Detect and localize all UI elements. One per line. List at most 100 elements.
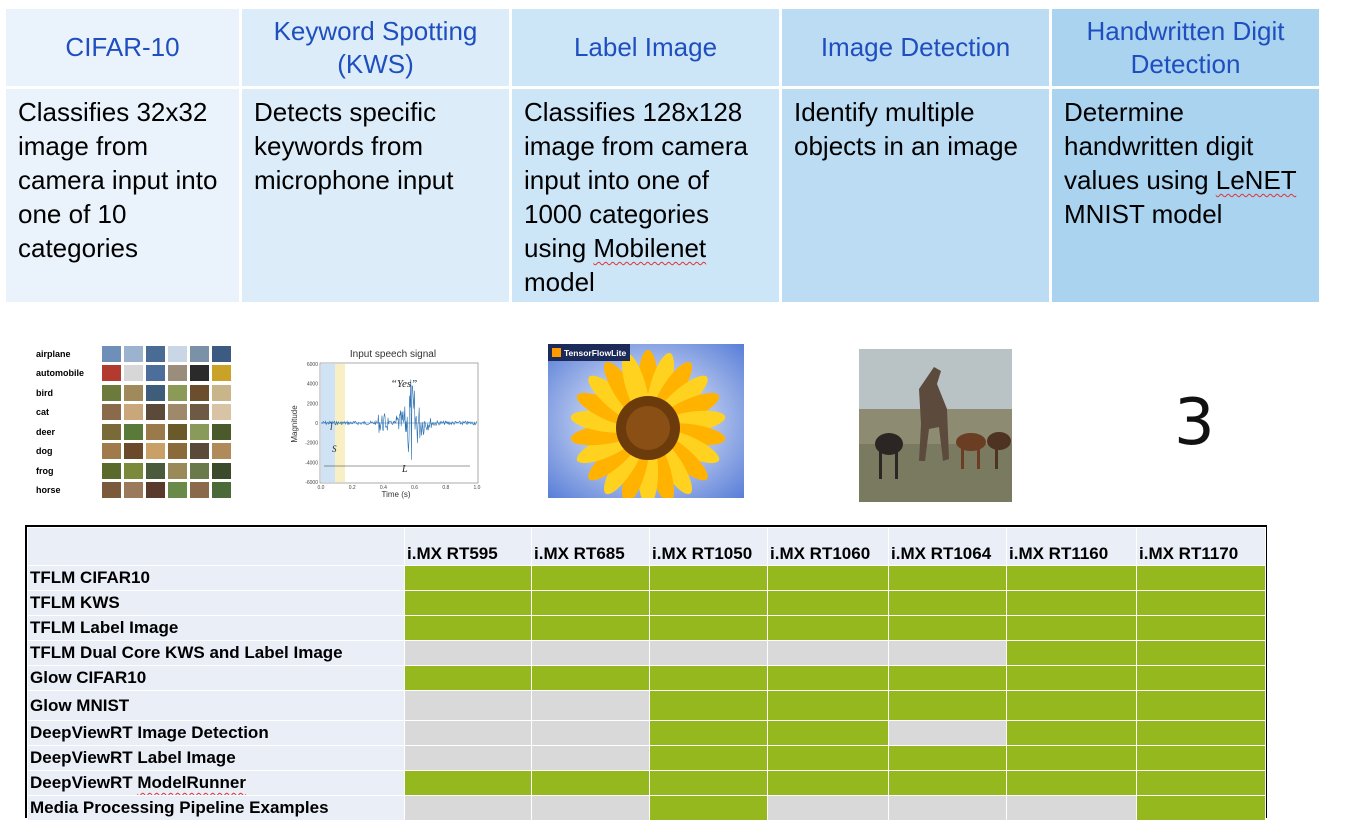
cifar-class-label: horse [36, 485, 61, 496]
cifar-sample-tile [146, 384, 165, 401]
compat-row-label: Media Processing Pipeline Examples [27, 795, 405, 821]
unsupported-cell [404, 720, 532, 746]
use-case-table: CIFAR-10 Keyword Spotting (KWS) Label Im… [6, 9, 1322, 305]
cifar-sample-tile [190, 365, 209, 382]
supported-cell [1006, 745, 1137, 771]
sunflower-center-inner [626, 406, 670, 450]
speech-ytick: 6000 [307, 362, 318, 368]
speech-ytick: -4000 [305, 460, 318, 466]
supported-cell [531, 590, 650, 616]
cifar-sample-tile [124, 462, 143, 479]
cifar-sample-tile [102, 443, 121, 460]
speech-l-label: l [330, 422, 333, 432]
cifar-class-label: automobile [36, 368, 85, 379]
unsupported-cell [531, 745, 650, 771]
speech-xtick: 0.8 [442, 485, 449, 491]
desc-text: Determine handwritten digit values using [1064, 97, 1254, 195]
cifar-sample-tile [102, 482, 121, 499]
compat-row: Glow CIFAR10 [27, 665, 1266, 691]
unsupported-cell [404, 745, 532, 771]
cifar-sample-tile [212, 384, 231, 401]
header-handwritten-digit: Handwritten Digit Detection [1052, 9, 1322, 89]
desc-handwritten-digit: Determine handwritten digit values using… [1052, 89, 1322, 305]
cifar-sample-tile [190, 443, 209, 460]
speech-s-label: S [332, 444, 337, 454]
supported-cell [531, 665, 650, 691]
cifar-sample-tile [168, 365, 187, 382]
supported-cell [404, 665, 532, 691]
cifar-sample-tile [102, 423, 121, 440]
supported-cell [888, 590, 1007, 616]
cifar-sample-tile [168, 423, 187, 440]
cifar-sample-tile [212, 482, 231, 499]
unsupported-cell [888, 640, 1007, 666]
speech-quote: “Yes” [391, 378, 418, 390]
speech-ytick: -2000 [305, 441, 318, 447]
speech-plot-title: Input speech signal [350, 349, 436, 360]
supported-cell [1136, 665, 1266, 691]
cifar-sample-tile [124, 443, 143, 460]
cifar-sample-tile [124, 423, 143, 440]
speech-waveform [321, 379, 478, 460]
supported-cell [767, 720, 889, 746]
desc-text: Classifies 128x128 image from camera inp… [524, 97, 748, 263]
horse-shape [987, 432, 1011, 450]
speech-ytick: 0 [315, 421, 318, 427]
supported-cell [767, 590, 889, 616]
horse-leg [961, 447, 964, 469]
unsupported-cell [404, 795, 532, 821]
supported-cell [649, 720, 768, 746]
cifar-class-label: bird [36, 387, 53, 398]
cifar-row: horse [36, 481, 238, 501]
supported-cell [767, 745, 889, 771]
cifar-sample-tile [146, 443, 165, 460]
supported-cell [1136, 720, 1266, 746]
cifar-sample-tile [124, 404, 143, 421]
cifar-sample-tile [146, 423, 165, 440]
supported-cell [1006, 590, 1137, 616]
supported-cell [767, 770, 889, 796]
cifar-sample-tile [190, 423, 209, 440]
supported-cell [1136, 615, 1266, 641]
rearing-horse-shape [919, 367, 949, 461]
cifar-sample-tile [190, 345, 209, 362]
cifar-row: dog [36, 442, 238, 462]
cifar-sample-tile [146, 365, 165, 382]
sunflower-image: TensorFlowLite [548, 344, 744, 498]
supported-cell [1136, 795, 1266, 821]
cifar-sample-tile [212, 443, 231, 460]
speech-xtick: 0.2 [349, 485, 356, 491]
horse-shape [956, 433, 986, 451]
cifar-sample-tile [124, 365, 143, 382]
supported-cell [888, 770, 1007, 796]
unsupported-cell [649, 640, 768, 666]
handwritten-digit-image: 3 [1168, 388, 1248, 458]
cifar-sample-tile [190, 482, 209, 499]
supported-cell [767, 565, 889, 591]
supported-cell [1136, 590, 1266, 616]
compat-column-header: i.MX RT1160 [1006, 527, 1137, 566]
header-kws: Keyword Spotting (KWS) [242, 9, 512, 89]
supported-cell [649, 690, 768, 721]
cifar-row: cat [36, 403, 238, 423]
cifar-sample-tile [212, 345, 231, 362]
header-label-image: Label Image [512, 9, 782, 89]
desc-text: MNIST model [1064, 199, 1223, 229]
compat-row-label: TFLM Dual Core KWS and Label Image [27, 640, 405, 666]
compat-column-header: i.MX RT1050 [649, 527, 768, 566]
cifar-sample-tile [168, 443, 187, 460]
tflite-badge: TensorFlowLite [564, 348, 626, 358]
supported-cell [649, 615, 768, 641]
speech-xtick: 0.6 [411, 485, 418, 491]
supported-cell [404, 770, 532, 796]
supported-cell [1006, 690, 1137, 721]
cifar-row: deer [36, 422, 238, 442]
header-image-detection: Image Detection [782, 9, 1052, 89]
supported-cell [1006, 665, 1137, 691]
unsupported-cell [531, 720, 650, 746]
supported-cell [1136, 745, 1266, 771]
cifar-sample-tile [102, 365, 121, 382]
